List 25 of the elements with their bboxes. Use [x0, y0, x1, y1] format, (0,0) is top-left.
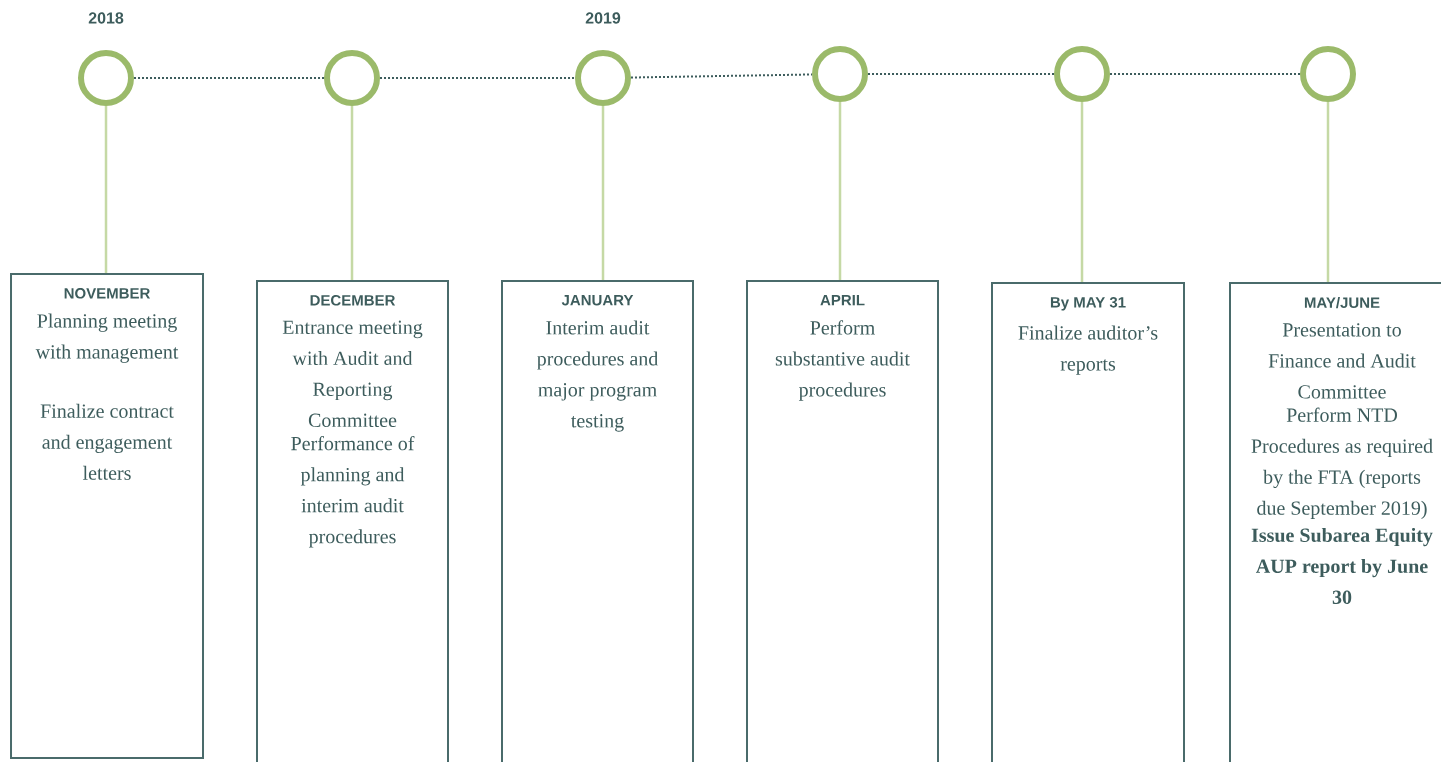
event-box: APRIL Perform substantive audit procedures — [746, 280, 939, 762]
event-box: MAY/JUNE Presentation to Finance and Audit Committee Perform NTD Procedures as required by the FTA (reports due September 2019) Issue Subarea Equity AUP report by June 30 — [1229, 282, 1441, 762]
connector-line — [1326, 102, 1330, 282]
event-box: NOVEMBER Planning meeting with management Finalize contract and engagement letters — [10, 273, 204, 759]
event-box: By MAY 31 Finalize auditor’s reports — [991, 282, 1185, 762]
dotted-connector — [630, 73, 813, 79]
connector-line — [838, 102, 842, 280]
timeline-circle — [1054, 46, 1110, 102]
connector-line — [350, 106, 354, 280]
timeline-circle — [1300, 46, 1356, 102]
dotted-connector — [867, 73, 1055, 75]
connector-line — [1080, 102, 1084, 282]
year-label: 2019 — [585, 12, 621, 24]
dotted-connector — [133, 77, 325, 79]
event-box: DECEMBER Entrance meeting with Audit and Reporting Committee Performance of planning and interim audit procedures — [256, 280, 449, 762]
timeline-circle — [575, 50, 631, 106]
dotted-connector — [379, 77, 576, 79]
connector-line — [104, 106, 108, 273]
event-box: JANUARY Interim audit procedures and major program testing — [501, 280, 694, 762]
dotted-connector — [1109, 73, 1301, 75]
connector-line — [601, 106, 605, 280]
year-label: 2018 — [88, 12, 124, 24]
timeline-circle — [78, 50, 134, 106]
timeline-circle — [812, 46, 868, 102]
timeline-circle — [324, 50, 380, 106]
